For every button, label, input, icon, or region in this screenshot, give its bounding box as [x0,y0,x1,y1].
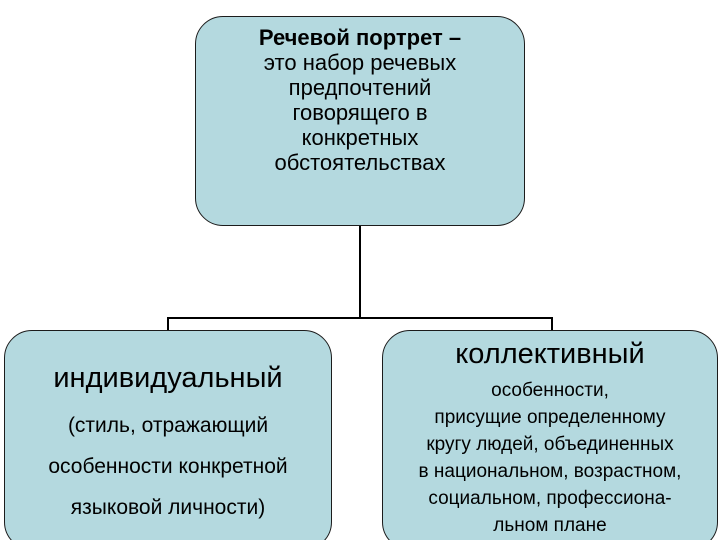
connector-right-drop [551,317,553,331]
collective-desc-line: в национальном, возрастном, [418,461,682,482]
collective-desc-line: особенности, [491,380,609,401]
connector-horizontal [167,317,553,319]
individual-desc-line: (стиль, отражающий [67,414,269,437]
definition-title: Речевой портрет – [258,25,462,50]
definition-line: предпочтений [288,75,432,100]
collective-desc-line: присущие определенному [434,407,666,428]
connector-vertical-main [359,226,361,318]
definition-line: говорящего в [292,100,428,125]
collective-box: коллективный особенности, присущие опред… [382,330,718,540]
collective-desc-line: льном плане [493,515,607,536]
collective-desc-line: социальном, профессиона- [428,488,672,509]
definition-box: Речевой портрет – это набор речевых пред… [195,16,525,226]
collective-description: особенности, присущие определенному круг… [383,377,717,539]
individual-desc-line: языковой личности) [70,496,266,519]
collective-desc-line: кругу людей, объединенных [426,434,674,455]
individual-box: индивидуальный (стиль, отражающий особен… [4,330,332,540]
connector-left-drop [167,317,169,331]
individual-heading: индивидуальный [53,362,283,394]
individual-description: (стиль, отражающий особенности конкретно… [5,405,331,528]
collective-heading: коллективный [455,338,645,370]
definition-line: конкретных [301,125,419,150]
individual-desc-line: особенности конкретной [48,455,288,478]
definition-line: это набор речевых [263,50,457,75]
definition-line: обстоятельствах [274,150,446,175]
